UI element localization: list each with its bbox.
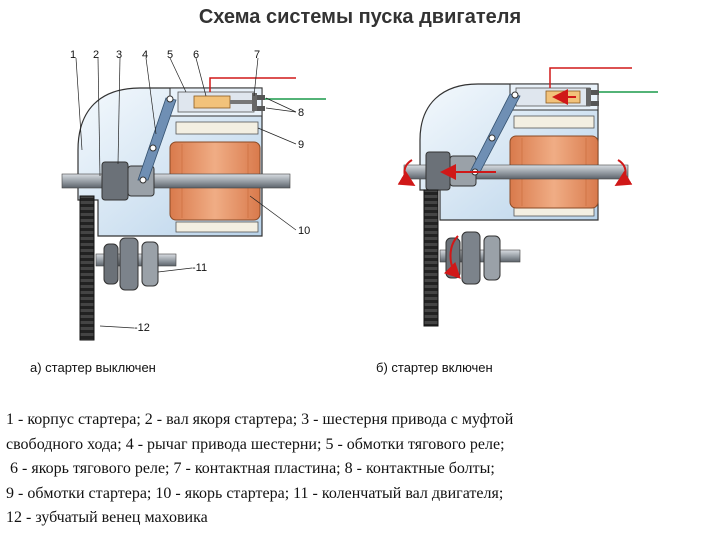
contact-bolt-top-on xyxy=(591,90,599,95)
starter-winding-bottom xyxy=(176,222,258,232)
crankshaft-on xyxy=(440,232,520,284)
starter-on-view xyxy=(404,68,658,326)
caption-starter-on: б) стартер включен xyxy=(376,360,493,375)
flywheel-ring xyxy=(80,196,94,340)
callout-10: 10 xyxy=(298,225,310,237)
callout-6: 6 xyxy=(193,49,199,61)
callout-11: -11 xyxy=(192,262,207,274)
contact-plate xyxy=(252,93,257,111)
contact-bolt-bottom xyxy=(257,106,265,111)
contact-bolt-bottom-on xyxy=(591,101,599,106)
callout-12: -12 xyxy=(134,322,150,334)
crankshaft xyxy=(96,238,176,290)
caption-starter-off: а) стартер выключен xyxy=(30,360,156,375)
legend-line: 9 - обмотки стартера; 10 - якорь стартер… xyxy=(6,482,714,507)
relay-armature xyxy=(194,96,230,108)
legend-line: 12 - зубчатый венец маховика xyxy=(6,506,714,531)
starter-off-view: 1 2 3 4 5 6 7 8 9 10 -11 -12 xyxy=(62,49,326,340)
drive-pinion xyxy=(102,162,128,200)
callout-1: 1 xyxy=(70,49,76,61)
starter-winding-top xyxy=(176,122,258,134)
legend: 1 - корпус стартера; 2 - вал якоря старт… xyxy=(6,408,714,531)
callout-9: 9 xyxy=(298,139,304,151)
legend-line: 6 - якорь тягового реле; 7 - контактная … xyxy=(6,457,714,482)
callout-3: 3 xyxy=(116,49,122,61)
starter-winding-top-on xyxy=(514,116,594,128)
callout-7: 7 xyxy=(254,49,260,61)
contact-plate-on xyxy=(586,88,591,106)
legend-line: 1 - корпус стартера; 2 - вал якоря старт… xyxy=(6,408,714,433)
callout-4: 4 xyxy=(142,49,148,61)
callout-5: 5 xyxy=(167,49,173,61)
callout-2: 2 xyxy=(93,49,99,61)
legend-line: свободного хода; 4 - рычаг привода шесте… xyxy=(6,433,714,458)
relay-rod xyxy=(230,100,252,104)
callout-8: 8 xyxy=(298,107,304,119)
armature-shaft xyxy=(62,174,290,188)
contact-bolt-top xyxy=(257,95,265,100)
flywheel-ring-on xyxy=(424,190,438,326)
